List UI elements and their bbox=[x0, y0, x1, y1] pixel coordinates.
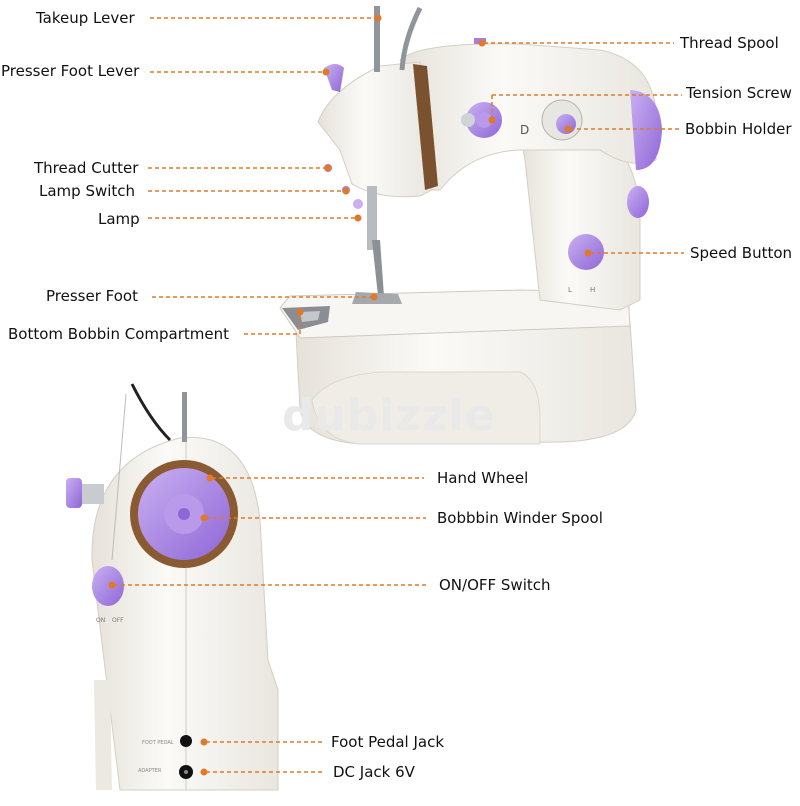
base-foot-cutout bbox=[311, 371, 541, 445]
side-lower-step bbox=[94, 680, 112, 790]
tension-letter: D bbox=[520, 123, 529, 137]
label-hand-wheel: Hand Wheel bbox=[437, 469, 529, 487]
tension-knob-left bbox=[461, 113, 475, 127]
label-thread-cutter: Thread Cutter bbox=[34, 159, 139, 177]
label-on-off: ON/OFF Switch bbox=[439, 576, 551, 594]
label-foot-pedal-jack: Foot Pedal Jack bbox=[331, 733, 445, 751]
label-bobbin-holder: Bobbin Holder bbox=[685, 120, 792, 138]
winder-spool-center bbox=[178, 508, 190, 520]
lamp-bit bbox=[353, 199, 363, 209]
adapter-mark: ADAPTER bbox=[138, 768, 162, 774]
label-speed-button: Speed Button bbox=[690, 244, 793, 262]
hand-wheel-edge bbox=[630, 90, 662, 170]
side-onoff-shape bbox=[92, 566, 124, 606]
leader-lines bbox=[108, 14, 684, 776]
watermark: dubizzle bbox=[282, 390, 496, 441]
label-dc-jack: DC Jack 6V bbox=[333, 763, 415, 781]
power-cable bbox=[130, 383, 172, 442]
speed-high-mark: H bbox=[590, 286, 595, 294]
switch-off-mark: OFF bbox=[112, 617, 124, 624]
needle-bar bbox=[367, 186, 377, 250]
label-lamp: Lamp bbox=[98, 210, 140, 228]
side-spool-pin bbox=[182, 392, 187, 442]
speed-low-mark: L bbox=[568, 286, 572, 294]
side-knob-grip bbox=[66, 478, 82, 508]
presser-foot-lever-shape bbox=[324, 64, 344, 92]
label-presser-foot-lever: Presser Foot Lever bbox=[1, 62, 140, 80]
label-bottom-bobbin: Bottom Bobbin Compartment bbox=[8, 325, 229, 343]
bobbin-plate-shine bbox=[300, 311, 320, 322]
machine-head bbox=[317, 61, 433, 198]
label-thread-spool: Thread Spool bbox=[680, 34, 779, 52]
side-switch bbox=[627, 186, 649, 218]
label-presser-foot: Presser Foot bbox=[46, 287, 138, 305]
takeup-lever-shape bbox=[399, 6, 423, 71]
label-tension-screw: Tension Screw bbox=[686, 84, 792, 102]
label-bobbin-winder: Bobbbin Winder Spool bbox=[437, 509, 603, 527]
presser-bar bbox=[372, 240, 384, 296]
side-view-machine: ON OFF FOOT PEDAL ADAPTER bbox=[66, 383, 279, 791]
foot-pedal-jack-shape bbox=[180, 735, 192, 747]
front-view-machine: D L H bbox=[279, 6, 662, 445]
spool-pin-top bbox=[374, 6, 380, 72]
head-brown-trim bbox=[413, 64, 438, 190]
switch-on-mark: ON bbox=[96, 617, 105, 624]
label-lamp-switch: Lamp Switch bbox=[39, 182, 136, 200]
label-takeup-lever: Takeup Lever bbox=[36, 9, 135, 27]
foot-pedal-mark: FOOT PEDAL bbox=[142, 740, 174, 746]
side-knob-metal bbox=[82, 484, 104, 504]
